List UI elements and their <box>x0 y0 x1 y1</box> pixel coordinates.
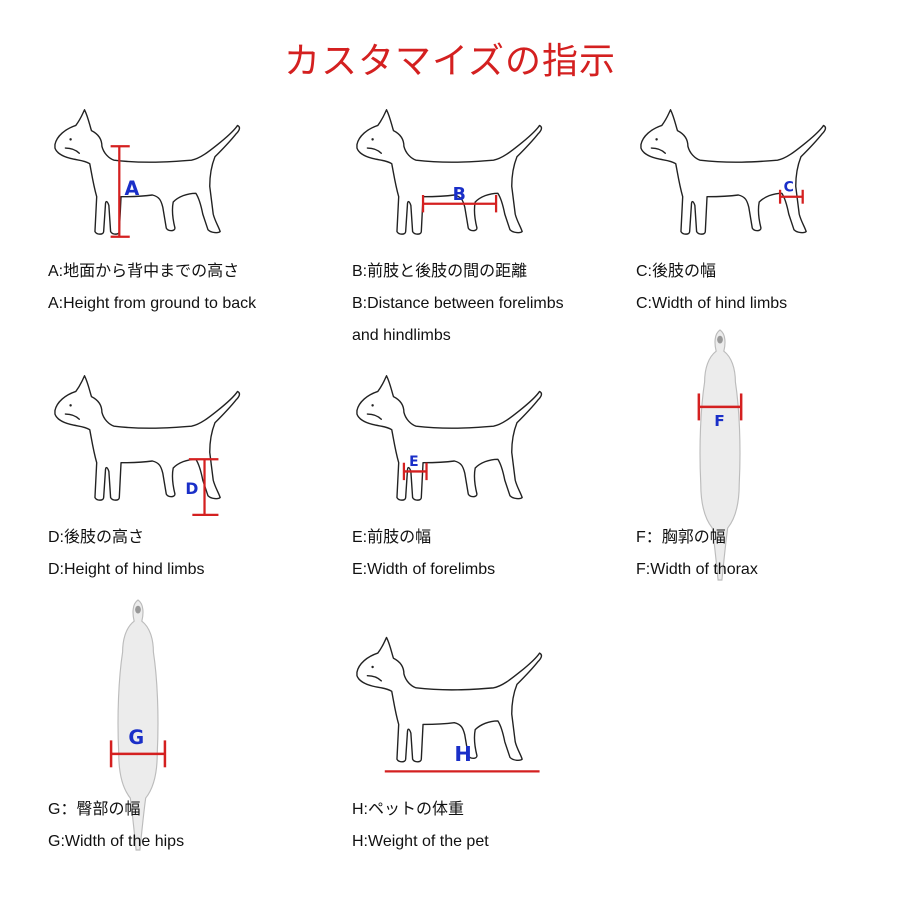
caption-g-en: G:Width of the hips <box>48 833 185 850</box>
caption-d-jp: D:後肢の高さ <box>48 529 145 546</box>
page-title: カスタマイズの指示 <box>284 41 616 82</box>
caption-a-en: A:Height from ground to back <box>48 295 257 312</box>
figure-c: C <box>640 109 827 235</box>
caption-f-en: F:Width of thorax <box>636 561 758 578</box>
caption-d-en: D:Height of hind limbs <box>48 561 205 578</box>
letter-h: H <box>454 742 471 766</box>
figure-a: A <box>54 109 241 238</box>
caption-h-en: H:Weight of the pet <box>352 833 489 850</box>
figure-b: B <box>356 109 543 235</box>
figure-d: D <box>54 375 241 517</box>
caption-f-jp: F：胸郭の幅 <box>636 529 726 546</box>
letter-a: A <box>125 177 140 200</box>
dog-side-icon <box>54 109 241 235</box>
caption-b-en2: and hindlimbs <box>352 327 451 344</box>
caption-a-jp: A:地面から背中までの高さ <box>48 263 240 280</box>
caption-g-jp: G：臀部の幅 <box>48 801 141 818</box>
letter-g: G <box>128 726 144 749</box>
figure-h: H <box>356 636 543 773</box>
caption-e-jp: E:前肢の幅 <box>352 529 432 546</box>
figure-e: E <box>356 375 543 501</box>
figure-f: F <box>697 329 743 581</box>
letter-f: F <box>714 412 725 430</box>
letter-e: E <box>409 454 419 470</box>
figure-g: G <box>109 599 167 851</box>
letter-d: D <box>185 479 198 498</box>
letter-b: B <box>453 185 466 205</box>
caption-h-jp: H:ペットの体重 <box>352 801 465 818</box>
caption-c-en: C:Width of hind limbs <box>636 295 788 312</box>
caption-e-en: E:Width of forelimbs <box>352 561 496 578</box>
caption-b-jp: B:前肢と後肢の間の距離 <box>352 263 528 280</box>
caption-b-en: B:Distance between forelimbs <box>352 295 564 312</box>
letter-c: C <box>784 180 794 196</box>
caption-c-jp: C:後肢の幅 <box>636 263 717 280</box>
